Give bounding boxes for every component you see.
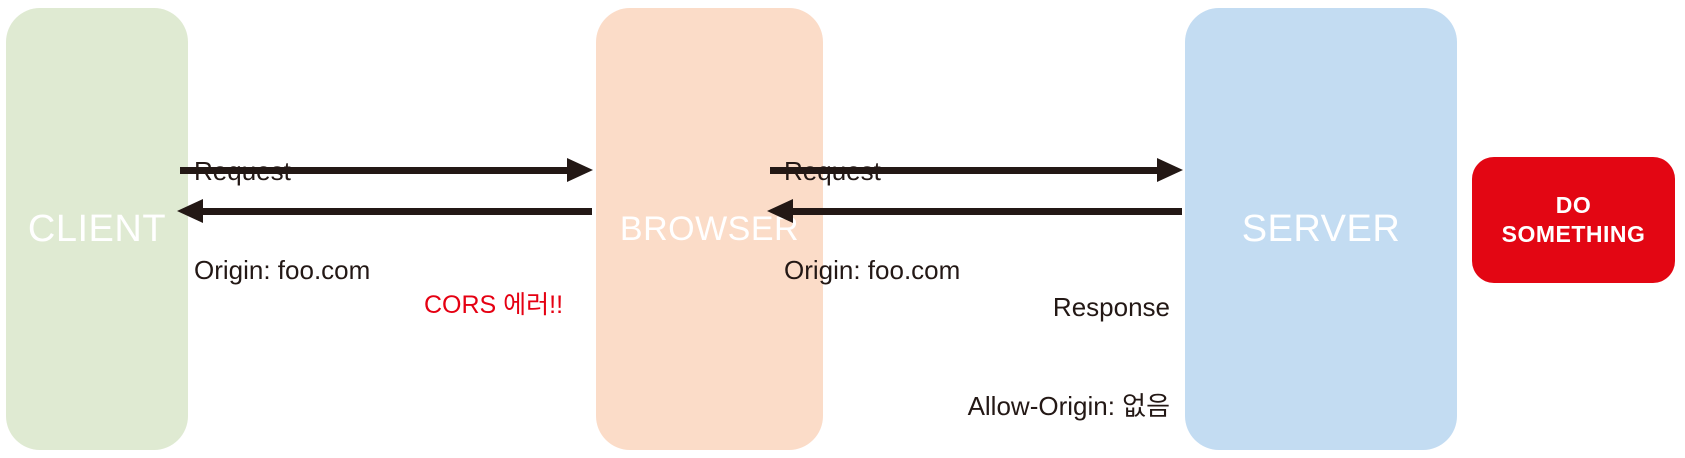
node-client-label: CLIENT bbox=[27, 207, 167, 250]
arrow-shaft bbox=[770, 167, 1160, 174]
label-cors-error-text: CORS 에러!! bbox=[424, 291, 564, 319]
label-request-client-line1: Request bbox=[194, 155, 291, 186]
arrow-shaft bbox=[790, 208, 1182, 215]
label-response-server-line1: Response bbox=[1052, 291, 1170, 322]
arrow-shaft bbox=[180, 167, 570, 174]
label-request-browser-to-server: Request Origin: foo.com bbox=[784, 88, 960, 354]
node-server-label: SERVER bbox=[1241, 207, 1401, 250]
label-response-server-line2: Allow-Origin: 없음 bbox=[967, 391, 1170, 422]
label-request-browser-line1: Request bbox=[784, 155, 881, 186]
label-request-browser-line2: Origin: foo.com bbox=[784, 255, 961, 286]
node-do-something-line2: SOMETHING bbox=[1501, 221, 1646, 247]
node-do-something-line1: DO bbox=[1555, 192, 1592, 219]
label-cors-error: CORS 에러!! bbox=[424, 225, 563, 385]
arrowhead-left-icon bbox=[177, 199, 203, 223]
arrow-shaft bbox=[200, 208, 592, 215]
node-do-something: DO SOMETHING bbox=[1472, 157, 1675, 283]
label-request-client-to-browser: Request Origin: foo.com bbox=[194, 88, 370, 354]
arrowhead-left-icon bbox=[767, 199, 793, 223]
label-response-server-to-browser: Response Allow-Origin: 없음 bbox=[938, 224, 1170, 458]
node-do-something-text: DO SOMETHING bbox=[1502, 191, 1646, 249]
arrowhead-right-icon bbox=[567, 158, 593, 182]
node-client: CLIENT bbox=[6, 8, 188, 450]
node-server: SERVER bbox=[1185, 8, 1457, 450]
label-request-client-line2: Origin: foo.com bbox=[194, 255, 371, 286]
arrowhead-right-icon bbox=[1157, 158, 1183, 182]
